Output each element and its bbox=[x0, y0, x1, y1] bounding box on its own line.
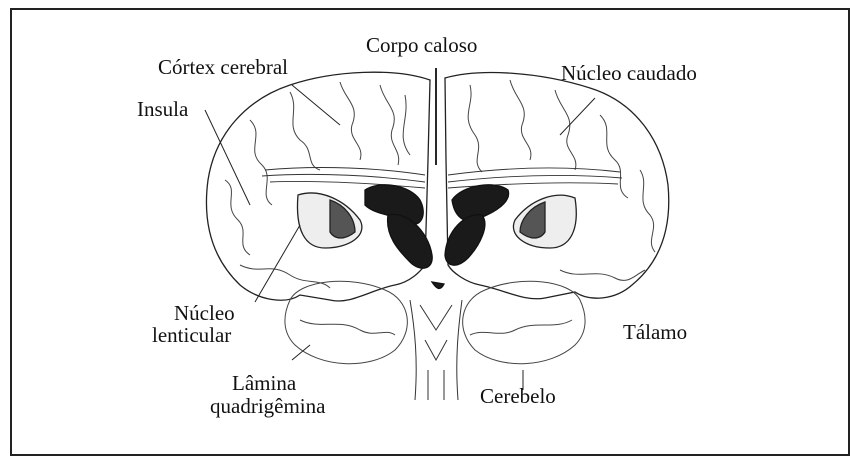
corpus-callosum-fibers bbox=[262, 168, 622, 188]
label-lamina-line2: quadrigêmina bbox=[210, 395, 325, 417]
cerebellum bbox=[285, 281, 585, 363]
label-nucleo-lenticular-line2: lenticular bbox=[152, 324, 231, 346]
ventricles bbox=[365, 185, 509, 289]
right-gyri bbox=[468, 80, 655, 280]
label-nucleo-caudado: Núcleo caudado bbox=[561, 62, 697, 84]
label-insula: Insula bbox=[137, 98, 188, 120]
label-corpo-caloso: Corpo caloso bbox=[366, 34, 477, 56]
label-cerebelo: Cerebelo bbox=[480, 385, 556, 407]
lenticular-nuclei bbox=[297, 193, 576, 248]
label-nucleo-lenticular-line1: Núcleo bbox=[174, 302, 235, 324]
label-lamina-line1: Lâmina bbox=[232, 372, 296, 394]
brainstem bbox=[410, 300, 462, 400]
label-cortex-cerebral: Córtex cerebral bbox=[158, 56, 288, 78]
label-talamo: Tálamo bbox=[623, 321, 687, 343]
